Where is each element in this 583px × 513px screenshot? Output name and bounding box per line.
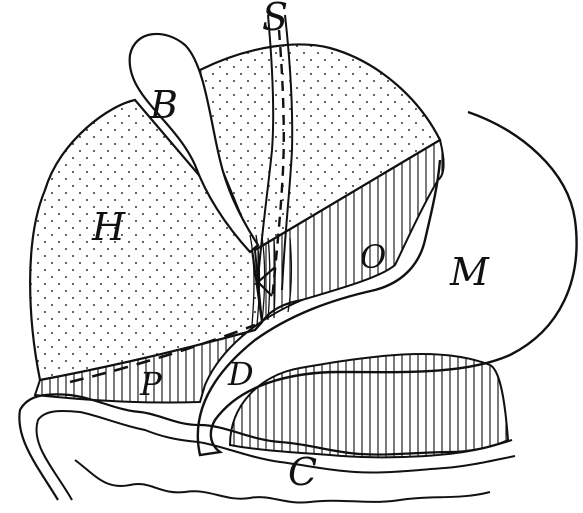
label-b: B <box>149 83 178 127</box>
label-s: S <box>262 0 288 39</box>
label-o: O <box>360 238 386 276</box>
label-d: D <box>227 355 254 393</box>
label-c: C <box>288 450 317 494</box>
colon-bottom-wave <box>75 460 490 503</box>
label-m: M <box>449 250 490 294</box>
label-p: P <box>139 365 162 403</box>
label-h: H <box>91 205 126 249</box>
